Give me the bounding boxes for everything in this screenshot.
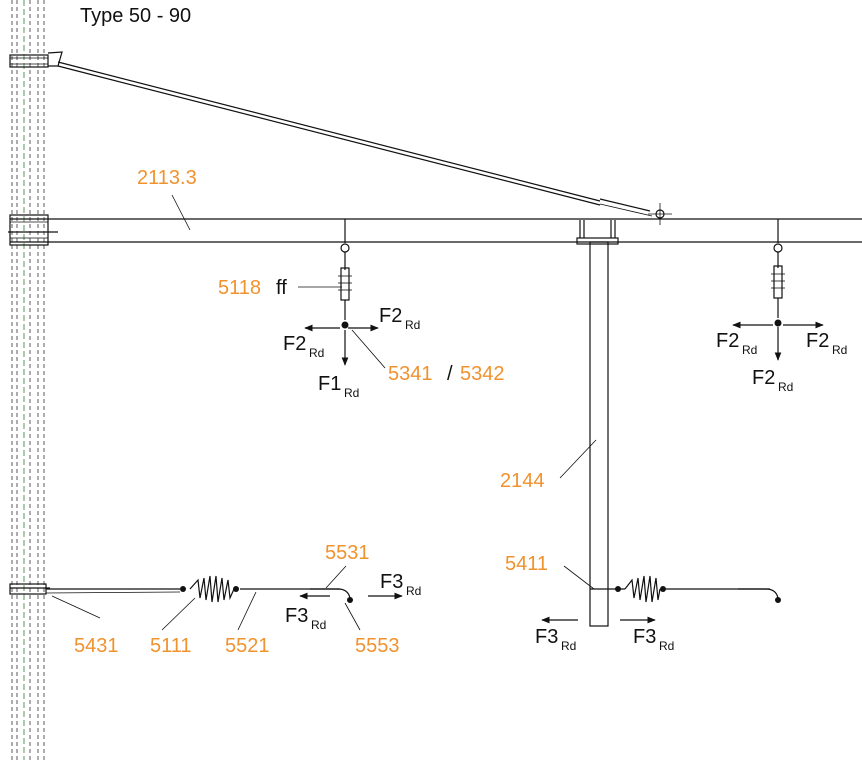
callout-5341: 5341: [388, 363, 433, 385]
svg-text:Rd: Rd: [406, 584, 421, 598]
svg-text:F3: F3: [633, 626, 656, 648]
callout-2144: 2144: [500, 470, 545, 492]
svg-text:Rd: Rd: [561, 639, 576, 653]
leader-lines: [51, 194, 597, 631]
force-label-f3-right-b: F3 Rd: [633, 626, 674, 653]
svg-text:Rd: Rd: [309, 346, 324, 360]
force-label-f2-left-a: F2 Rd: [283, 333, 324, 360]
stay-tube: [57, 61, 672, 225]
dropper-right: [771, 219, 785, 327]
cantilever-tube: [8, 214, 862, 246]
svg-text:Rd: Rd: [778, 380, 793, 394]
callout-5531: 5531: [325, 542, 370, 564]
svg-text:F2: F2: [379, 305, 402, 327]
svg-text:Rd: Rd: [742, 343, 757, 357]
callout-slash: /: [447, 363, 453, 385]
svg-text:F2: F2: [752, 367, 775, 389]
force-label-f3-left-b: F3 Rd: [535, 626, 576, 653]
svg-text:F2: F2: [716, 330, 739, 352]
svg-text:F3: F3: [285, 605, 308, 627]
callout-ff: ff: [276, 277, 287, 299]
svg-text:F1: F1: [318, 373, 341, 395]
callout-5553: 5553: [355, 635, 400, 657]
callout-5411: 5411: [505, 553, 548, 575]
callout-5118: 5118: [218, 277, 261, 299]
force-label-f2-left-b: F2 Rd: [716, 330, 757, 357]
callout-5111: 5111: [150, 635, 192, 657]
force-label-f1-down-a: F1 Rd: [318, 373, 359, 400]
steady-arm-right: [590, 575, 781, 603]
svg-text:F2: F2: [806, 330, 829, 352]
force-label-f2-down-b: F2 Rd: [752, 367, 793, 394]
dropper-left: [338, 219, 352, 329]
svg-text:Rd: Rd: [311, 618, 326, 632]
mast: [11, 0, 45, 760]
force-label-f2-right-b: F2 Rd: [806, 330, 847, 357]
callout-5521: 5521: [225, 635, 270, 657]
callout-2113-3: 2113.3: [137, 167, 197, 189]
force-label-f3-right-a: F3 Rd: [380, 571, 421, 598]
drawing-title: Type 50 - 90: [80, 5, 191, 27]
callout-5431: 5431: [74, 635, 119, 657]
steady-arm-left: [9, 575, 353, 603]
force-label-f3-left-a: F3 Rd: [285, 605, 326, 632]
svg-text:Rd: Rd: [832, 343, 847, 357]
svg-text:F2: F2: [283, 333, 306, 355]
upper-bracket: [9, 51, 63, 68]
force-label-f2-right-a: F2 Rd: [379, 305, 420, 332]
svg-text:F3: F3: [380, 571, 403, 593]
callout-5342: 5342: [460, 363, 505, 385]
svg-text:F3: F3: [535, 626, 558, 648]
force-arrows: [299, 321, 824, 624]
svg-text:Rd: Rd: [405, 318, 420, 332]
svg-text:Rd: Rd: [344, 386, 359, 400]
support-tube: [576, 220, 619, 627]
svg-text:Rd: Rd: [659, 639, 674, 653]
